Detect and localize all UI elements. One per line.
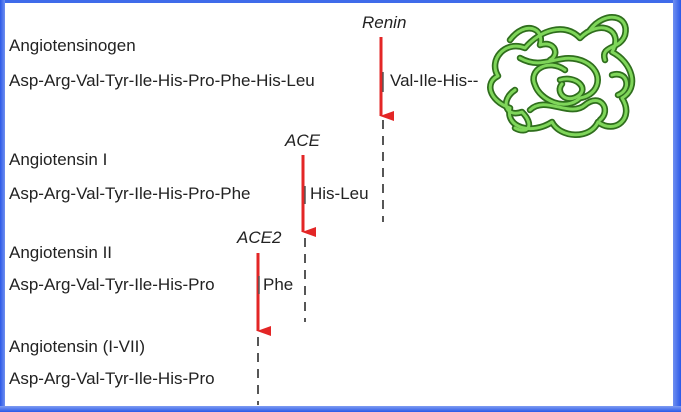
angiotensinogen-sequence-right: Val-Ile-His--	[390, 71, 479, 90]
frame-left-border	[0, 0, 5, 412]
ace-label: ACE	[285, 131, 320, 150]
ace2-label: ACE2	[237, 228, 282, 247]
angiotensin-1-7-sequence: Asp-Arg-Val-Tyr-Ile-His-Pro	[9, 369, 215, 388]
protein-coil-icon	[487, 14, 636, 138]
frame-bottom-border	[0, 406, 681, 412]
angiotensinogen-sequence-left: Asp-Arg-Val-Tyr-Ile-His-Pro-Phe-His-Leu	[9, 71, 315, 90]
angiotensin-i-sequence-right: His-Leu	[310, 184, 369, 203]
angiotensin-i-label: Angiotensin I	[9, 150, 108, 169]
renin-label: Renin	[362, 13, 407, 32]
frame-right-border	[673, 0, 681, 412]
angiotensin-ii-sequence-right: Phe	[263, 275, 294, 294]
renin-cleavage	[379, 37, 394, 222]
angiotensin-1-7-label: Angiotensin (I-VII)	[9, 337, 146, 356]
ace2-cleavage	[256, 253, 271, 405]
frame-top-border	[0, 0, 681, 3]
ace-cleavage	[301, 155, 316, 322]
angiotensinogen-label: Angiotensinogen	[9, 36, 136, 55]
angiotensin-i-sequence-left: Asp-Arg-Val-Tyr-Ile-His-Pro-Phe	[9, 184, 251, 203]
angiotensin-ii-label: Angiotensin II	[9, 243, 113, 262]
angiotensin-ii-sequence-left: Asp-Arg-Val-Tyr-Ile-His-Pro	[9, 275, 215, 294]
